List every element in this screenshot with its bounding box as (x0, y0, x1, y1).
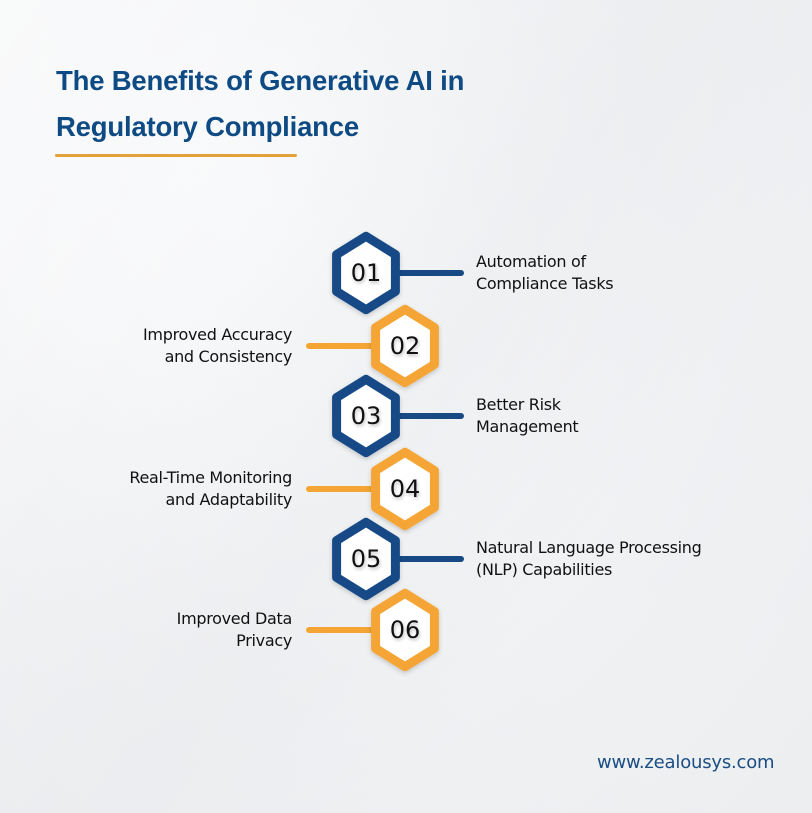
step-number-05: 05 (350, 545, 382, 573)
step-label-line: Management (476, 417, 579, 436)
step-label-line: Privacy (236, 631, 292, 650)
step-number-02: 02 (389, 332, 421, 360)
step-number-01: 01 (350, 259, 382, 287)
step-label-05: Natural Language Processing (NLP) Capabil… (476, 537, 702, 581)
step-label-line: and Consistency (164, 347, 293, 366)
step-label-line: Natural Language Processing (476, 538, 702, 557)
step-label-02: Improved Accuracy and Consistency (143, 324, 292, 368)
title-underline (55, 154, 297, 157)
step-number-06: 06 (389, 616, 421, 644)
step-label-line: Improved Data (176, 609, 293, 628)
hexagon-icon-01 (332, 231, 400, 315)
step-label-04: Real-Time Monitoring and Adaptability (129, 467, 292, 511)
hexagon-icon-06 (371, 588, 439, 672)
step-number-03: 03 (350, 402, 382, 430)
title-line-1: The Benefits of Generative AI in (56, 65, 465, 96)
hexagon-icon-03 (332, 374, 400, 458)
step-number-04: 04 (389, 475, 421, 503)
page-title: The Benefits of Generative AI in Regulat… (56, 58, 464, 150)
hexagon-icon-02 (371, 304, 439, 388)
step-label-01: Automation of Compliance Tasks (476, 251, 614, 295)
step-label-line: (NLP) Capabilities (476, 560, 613, 579)
website-link[interactable]: www.zealousys.com (597, 752, 775, 773)
hexagon-icon-05 (332, 517, 400, 601)
step-label-line: Real-Time Monitoring (129, 468, 292, 487)
step-label-line: Automation of (476, 252, 586, 271)
step-label-line: Better Risk (476, 395, 561, 414)
step-label-line: Improved Accuracy (143, 325, 292, 344)
title-line-2: Regulatory Compliance (56, 111, 359, 142)
step-label-line: and Adaptability (165, 490, 293, 509)
hexagon-icon-04 (371, 447, 439, 531)
step-label-line: Compliance Tasks (476, 274, 614, 293)
